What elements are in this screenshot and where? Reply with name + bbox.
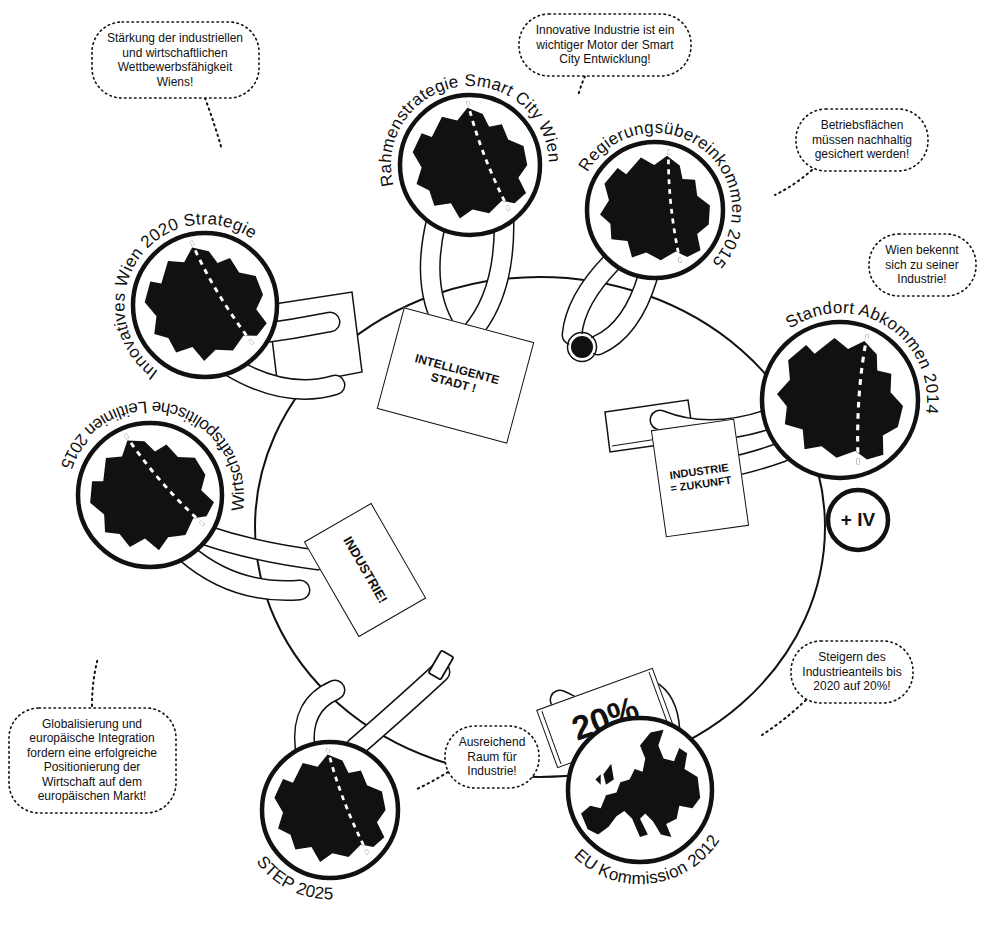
circle-title: Rahmenstrategie Smart City Wien [376,71,564,188]
label-text: + IV [841,509,875,531]
paper-sheet: INDUSTRIE = ZUKUNFT [651,419,749,538]
head-circle [133,233,277,377]
river-line [467,101,510,213]
participant-circle: Rahmenstrategie Smart City Wien [370,65,570,265]
bubble-border [796,109,928,171]
paper-sheet: INDUSTRIE! [304,503,427,637]
bubble-border [445,726,539,788]
europe-map [581,730,700,837]
river-line [191,233,255,354]
phone [428,650,453,680]
vienna-silhouette [588,142,723,275]
page-edge [541,711,560,764]
coffee-cup-rim [568,333,597,362]
label-text: INDUSTRIE! [339,534,390,606]
circle-title: Wirtschaftspolitische Leitlinien 2015 [57,398,248,512]
circle-title-line: Standort Abkommen 2014 [782,298,942,415]
circle-title-line: Innovatives Wien 2020 Strategie [109,209,260,383]
bubble-border [519,14,691,76]
participant-circle: STEP 2025 [232,712,428,908]
speech-bubble: Wien bekennt sich zu seiner Industrie! [868,233,977,297]
vienna-map [136,230,273,369]
head-circle-art: Standort Abkommen 2014 [732,292,948,508]
speech-bubble: Betriebsflächen müssen nachhaltig gesich… [795,108,929,172]
circle-title-line: Regierungsübereinkommen 2015 [575,118,747,272]
speech-bubble: Globalisierung und europäische Integrati… [8,707,177,814]
head-circle [587,142,723,278]
head-circle-art: STEP 2025 [232,712,428,908]
coffee-cup [570,335,594,359]
vienna-map [413,101,528,218]
river-line [328,748,370,857]
vienna-silhouette [274,754,385,862]
vienna-map [274,748,385,862]
circle-title: Innovatives Wien 2020 Strategie [109,209,260,383]
label-text: INDUSTRIE = ZUKUNFT [667,461,734,496]
river-line [125,419,206,542]
bubble-border [9,708,176,813]
label-text: Steigern des Industrieanteils bis 2020 a… [802,650,902,694]
participant-circle: Standort Abkommen 2014 [732,292,948,508]
speech-bubble: Ausreichend Raum für Industrie! [444,725,540,789]
europe-silhouette [581,730,700,837]
vienna-silhouette [413,108,528,219]
circle-title: Regierungsübereinkommen 2015 [575,118,747,272]
circle-title: Standort Abkommen 2014 [782,298,942,415]
label-text: INTELLIGENTE STADT ! [403,349,507,402]
speech-bubble: Steigern des Industrieanteils bis 2020 a… [790,640,914,704]
head-circle [400,95,540,235]
participant-circle: Innovatives Wien 2020 Strategie [103,203,307,407]
river-line [815,335,911,468]
head-circle-art: Innovatives Wien 2020 Strategie [103,203,307,407]
badge-ring [828,490,888,550]
speech-bubble: Stärkung der industriellen und wirtschaf… [91,21,260,99]
head-circle-art: Regierungsübereinkommen 2015 [557,112,753,308]
circle-title: EU Kommission 2012 [571,831,724,888]
label-text: Innovative Industrie ist ein wichtiger M… [530,23,680,67]
label-text: Ausreichend Raum für Industrie! [456,735,528,779]
speech-bubble: Innovative Industrie ist ein wichtiger M… [518,13,692,77]
label-text: Globalisierung und europäische Integrati… [20,717,165,804]
circle-title-line: STEP 2025 [253,852,334,903]
participant-circle: EU Kommission 2012 [538,688,742,892]
circle-title-line: Wirtschaftspolitische Leitlinien 2015 [57,398,248,512]
head-circle-art: Wirtschaftspolitische Leitlinien 2015 [48,393,252,597]
vienna-silhouette [137,237,273,370]
label-text: Betriebsflächen müssen nachhaltig gesich… [807,118,917,162]
paper-sheet: INTELLIGENTE STADT ! [376,307,534,443]
head-circle [262,742,398,878]
vienna-map [588,136,725,275]
head-circle-art: Rahmenstrategie Smart City Wien [370,65,570,265]
bubble-border [92,22,259,98]
participant-circle: Wirtschaftspolitische Leitlinien 2015 [48,393,252,597]
participant-circle: Regierungsübereinkommen 2015 [557,112,753,308]
circle-title-line: Rahmenstrategie Smart City Wien [376,71,564,188]
label-text: Wien bekennt sich zu seiner Industrie! [880,243,965,287]
circle-title: STEP 2025 [253,852,334,903]
bubble-border [869,234,976,296]
bubble-border [791,641,913,703]
head-circle [568,718,712,862]
river-line [640,150,709,266]
round-table [255,277,825,777]
head-circle-art: EU Kommission 2012 [538,688,742,892]
label-text: Stärkung der industriellen und wirtschaf… [103,31,248,89]
circle-title-line: EU Kommission 2012 [571,831,724,888]
vienna-silhouette [75,420,225,567]
badge-circle: + IV [825,487,891,553]
